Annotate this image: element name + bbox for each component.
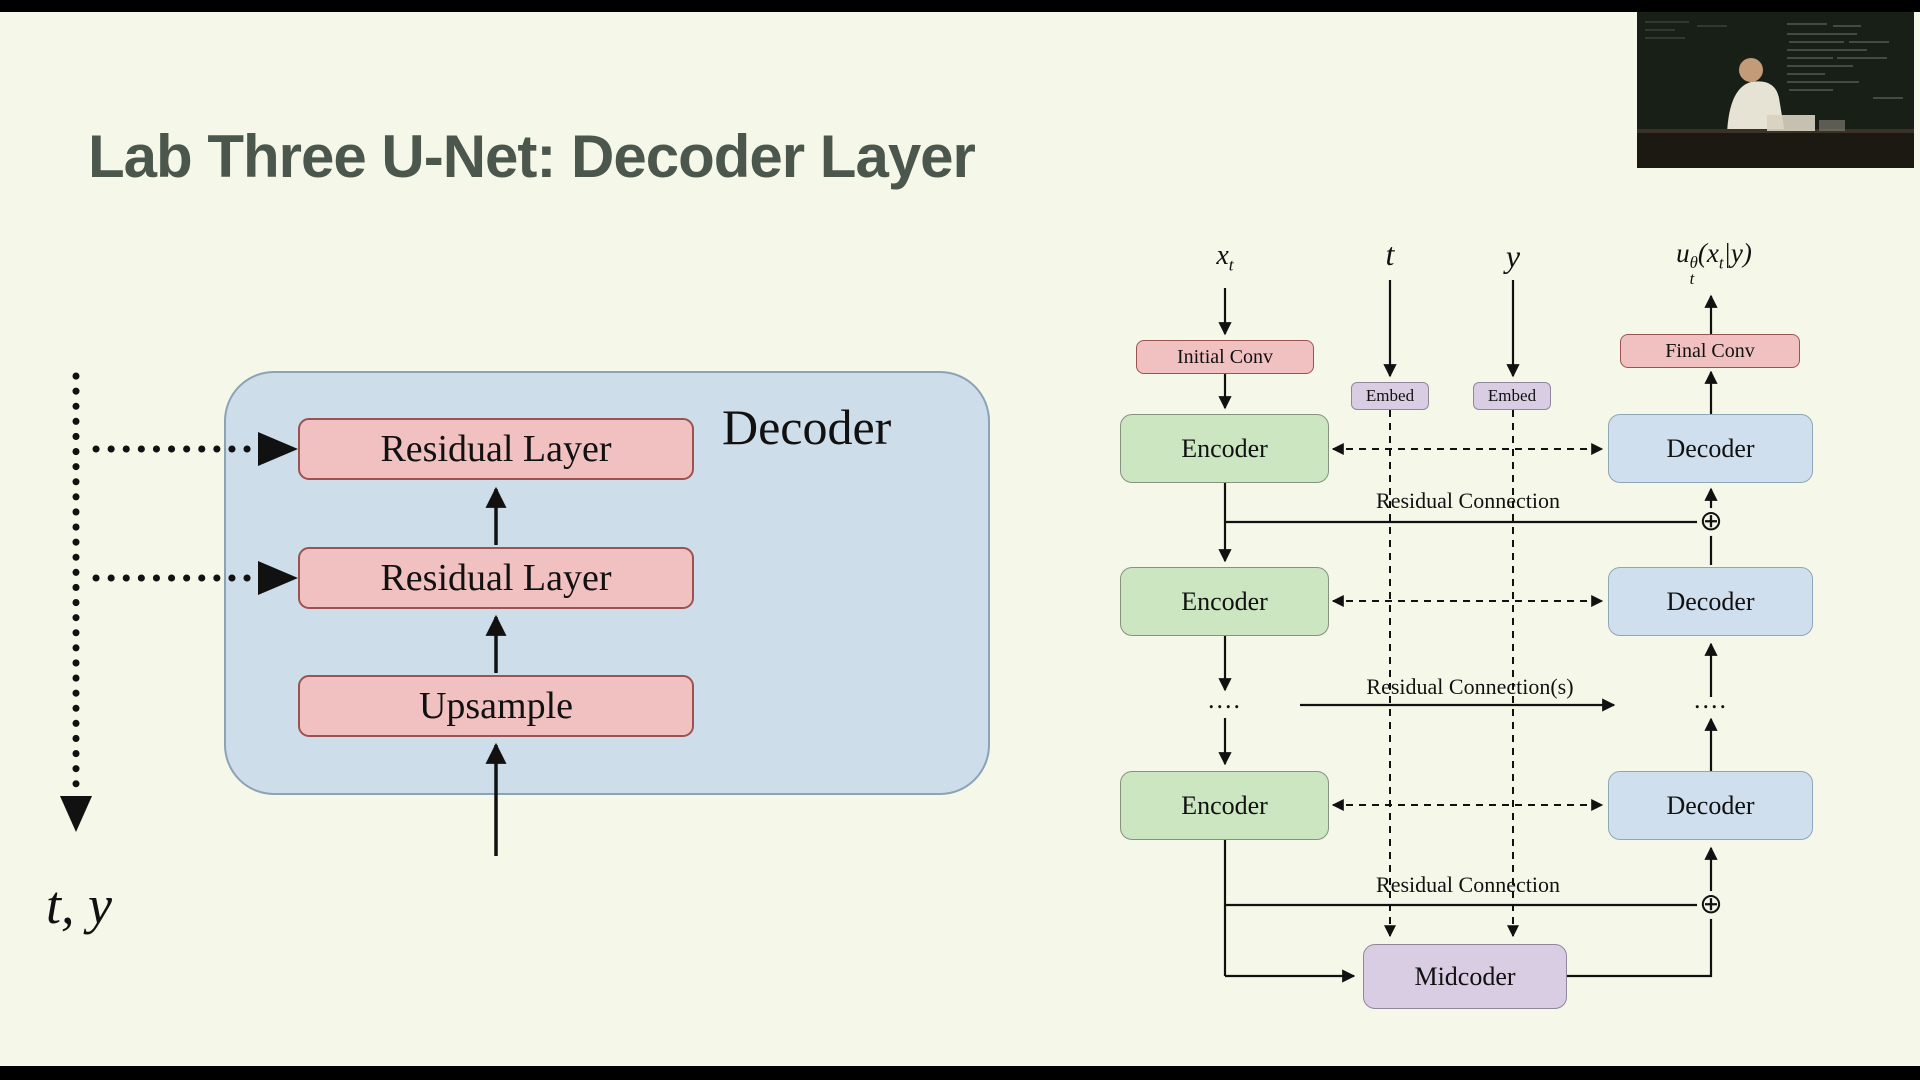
residual-layer-box-1: Residual Layer	[298, 418, 694, 480]
decoder-box-1: Decoder	[1608, 414, 1813, 483]
t-input-label: t	[1385, 236, 1395, 272]
chalk-writing	[1645, 21, 1903, 99]
y-input-label: y	[1505, 238, 1521, 274]
encoder-ellipsis: ....	[1208, 685, 1242, 714]
decoder-box-3: Decoder	[1608, 771, 1813, 840]
residual-connection-label-3: Residual Connection	[1376, 872, 1560, 897]
encoder-box-3: Encoder	[1120, 771, 1329, 840]
encoder-box-1: Encoder	[1120, 414, 1329, 483]
midcoder-box: Midcoder	[1363, 944, 1567, 1009]
residual-connection-label-2: Residual Connection(s)	[1366, 674, 1574, 699]
desk	[1637, 115, 1914, 168]
xt-input-label: xt	[1216, 240, 1234, 275]
letterbox-bottom	[0, 1066, 1920, 1080]
letterbox-top	[0, 0, 1920, 12]
oplus-icon: ⊕	[1697, 508, 1725, 536]
oplus-icon: ⊕	[1697, 891, 1725, 919]
conditioning-label: t, y	[46, 875, 112, 935]
decoder-box-2: Decoder	[1608, 567, 1813, 636]
video-frame	[1637, 12, 1914, 168]
residual-connection-label-1: Residual Connection	[1376, 488, 1560, 513]
embed-y-box: Embed	[1473, 382, 1551, 410]
initial-conv-box: Initial Conv	[1136, 340, 1314, 374]
encoder-box-2: Encoder	[1120, 567, 1329, 636]
residual-layer-box-2: Residual Layer	[298, 547, 694, 609]
final-conv-box: Final Conv	[1620, 334, 1800, 368]
decoder-container-label: Decoder	[722, 399, 892, 455]
embed-t-box: Embed	[1351, 382, 1429, 410]
slide-title: Lab Three U-Net: Decoder Layer	[88, 123, 976, 190]
decoder-ellipsis: ....	[1694, 685, 1728, 714]
lecturer-video	[1637, 12, 1914, 168]
upsample-box: Upsample	[298, 675, 694, 737]
